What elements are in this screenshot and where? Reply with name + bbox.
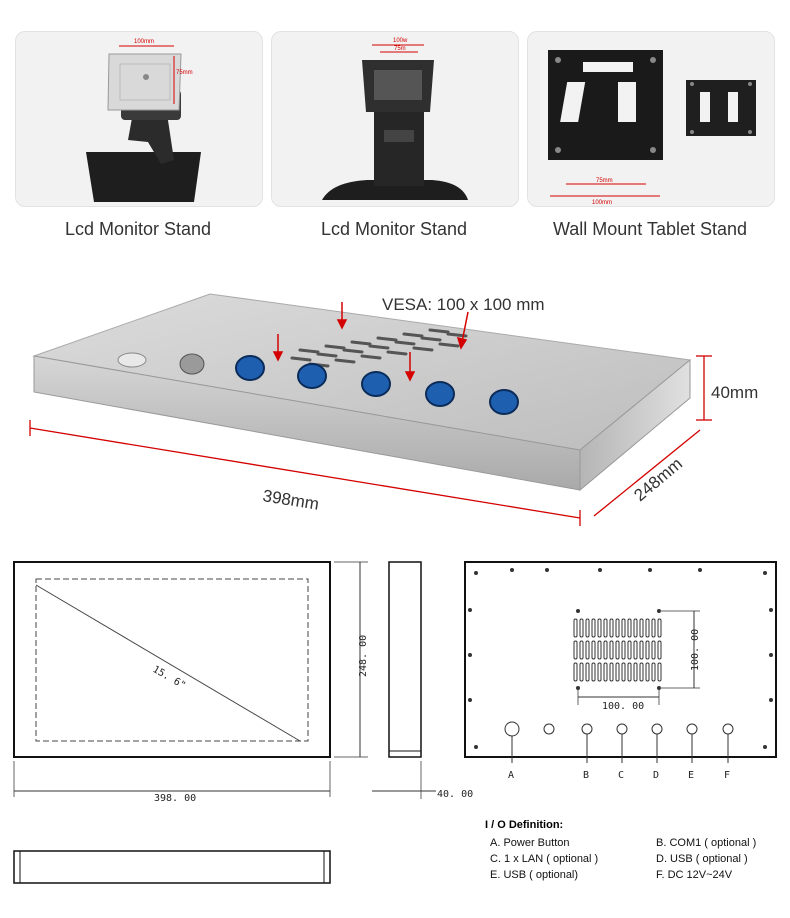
monitor-stand-1-image: 100mm 75mm (86, 39, 201, 202)
port-label-d: D (653, 770, 659, 781)
port-label-a: A (508, 770, 514, 781)
io-title: I / O Definition: (485, 819, 563, 831)
port-label-f: F (724, 770, 730, 781)
io-item-f: F. DC 12V~24V (656, 869, 733, 881)
vesa-width-label: 100. 00 (602, 701, 644, 712)
technical-drawing: 15. 6" 398. 00 248. 00 40. 00 100. 00 10… (13, 561, 777, 884)
product-caption-3: Wall Mount Tablet Stand (552, 219, 748, 239)
monitor-stand-2-image: 100w 75m (322, 38, 468, 200)
product-caption-1: Lcd Monitor Stand (64, 219, 212, 239)
power-knob (179, 353, 205, 375)
stand2-dim-w2: 75m (394, 46, 406, 52)
stand1-dim-h: 75mm (176, 70, 193, 76)
stand1-dim-w: 100mm (134, 39, 154, 45)
width-dim-label: 398mm (261, 486, 320, 514)
io-item-d: D. USB ( optional ) (656, 853, 748, 865)
wall-dim-w2: 100mm (592, 200, 612, 206)
vesa-height-label: 100. 00 (690, 629, 701, 671)
port-label-e: E (688, 770, 694, 781)
port-label-b: B (583, 770, 589, 781)
wall-mount-image: 75mm 100mm (548, 50, 756, 206)
io-item-b: B. COM1 ( optional ) (656, 837, 757, 849)
product-card-3: 75mm 100mm (527, 31, 775, 207)
io-item-e: E. USB ( optional) (490, 869, 579, 881)
height-dim-label: 40mm (711, 383, 758, 402)
product-card-1: 100mm 75mm (15, 31, 263, 207)
product-caption-2: Lcd Monitor Stand (320, 219, 468, 239)
panel-pc-illustration: VESA: 100 x 100 mm 398mm 248mm 40mm (29, 293, 758, 526)
port-label-c: C (618, 770, 624, 781)
diagonal-label: 15. 6" (151, 664, 188, 692)
stand2-dim-w: 100w (393, 38, 408, 44)
wall-dim-w: 75mm (596, 178, 613, 184)
vesa-label: VESA: 100 x 100 mm (382, 295, 545, 314)
side-thickness-label: 40. 00 (437, 789, 473, 800)
front-width-label: 398. 00 (154, 793, 196, 804)
product-card-2: 100w 75m (271, 31, 519, 207)
front-height-label: 248. 00 (358, 635, 369, 677)
connectors (235, 355, 519, 415)
io-item-c: C. 1 x LAN ( optional ) (490, 853, 599, 865)
io-item-a: A. Power Button (490, 837, 570, 849)
